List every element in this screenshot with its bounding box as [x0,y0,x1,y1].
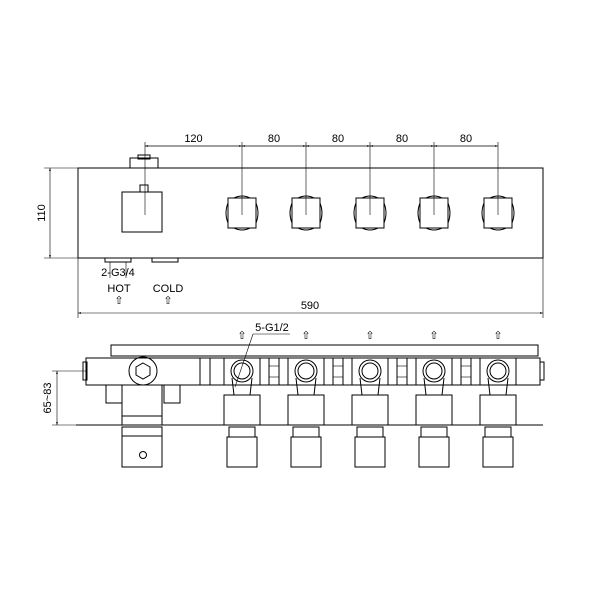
height-dimension: 110 [36,204,48,222]
valve-cartridge [226,436,258,468]
front-plate [77,167,544,259]
valve: ⇧ [287,330,344,468]
hex-nut-icon [135,362,151,380]
cold-arrow-icon: ⇧ [163,295,172,307]
spacing-dimension: 80 [460,133,472,145]
valve: ⇧ [351,330,408,468]
valve-cartridge [354,436,386,468]
valves: ⇧ ⇧ ⇧ ⇧ ⇧ [199,330,517,468]
hot-arrow-icon: ⇧ [114,295,123,307]
union-nut [332,357,344,386]
union-nut [268,357,280,386]
valve-cartridge [418,436,450,468]
outlet-thread-label: 5-G1/2 [255,322,289,334]
cold-label: COLD [153,283,184,295]
outlet-arrow-icon: ⇧ [493,330,502,342]
valve: ⇧ [479,330,517,468]
mixer-body [85,357,201,386]
thermostat-knob [121,191,163,233]
valve: ⇧ [415,330,472,468]
top-nub [129,157,159,169]
hot-inlet [104,257,132,263]
valve: ⇧ [223,330,280,468]
union-nut [460,357,472,386]
outlet-arrow-icon: ⇧ [365,330,374,342]
outlet-arrow-icon: ⇧ [301,330,310,342]
valve-knobs [225,195,515,231]
union-nut [396,357,408,386]
valve-cartridge [290,436,322,468]
inlet-thread-label: 2-G3/4 [101,267,135,279]
spacing-dimension: 120 [184,133,202,145]
spacing-dimensions: 120 80 80 80 80 [145,133,499,215]
side-view: ⇧ ⇧ ⇧ ⇧ ⇧ 5-G1/2 65~83 [42,322,545,468]
width-dimension: 590 [301,300,319,312]
cold-inlet [151,257,179,263]
hot-label: HOT [107,283,131,295]
outlet-arrow-icon: ⇧ [429,330,438,342]
spacing-dimension: 80 [332,133,344,145]
front-view: 120 80 80 80 80 110 590 2-G3/4 HOT COLD ⇧ ⇧ [36,133,544,318]
spacing-dimension: 80 [396,133,408,145]
spacing-dimension: 80 [268,133,280,145]
union-nut [199,357,211,386]
top-rail [110,344,539,357]
outlet-arrow-icon: ⇧ [237,330,246,342]
depth-dimension: 65~83 [42,383,54,414]
thermostat-cartridge [121,435,163,468]
valve-cartridge [482,436,514,468]
